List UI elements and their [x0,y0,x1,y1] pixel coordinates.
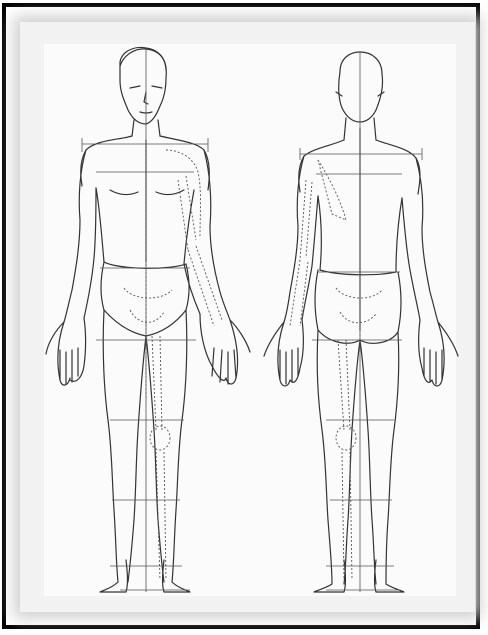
back-left-arm [284,156,318,322]
back-left-leg [314,330,346,592]
front-left-arm [64,150,96,322]
back-guide-lines [300,52,422,592]
back-right-leg [375,332,405,592]
back-view-figure [264,52,458,592]
front-right-leg [163,310,191,592]
back-skeleton-overlay [290,130,382,580]
front-view-figure [46,48,250,592]
front-guide-lines [82,48,208,592]
front-left-leg [100,310,128,592]
front-right-arm [184,150,230,320]
back-head [339,52,383,122]
front-skeleton-overlay [124,140,222,580]
